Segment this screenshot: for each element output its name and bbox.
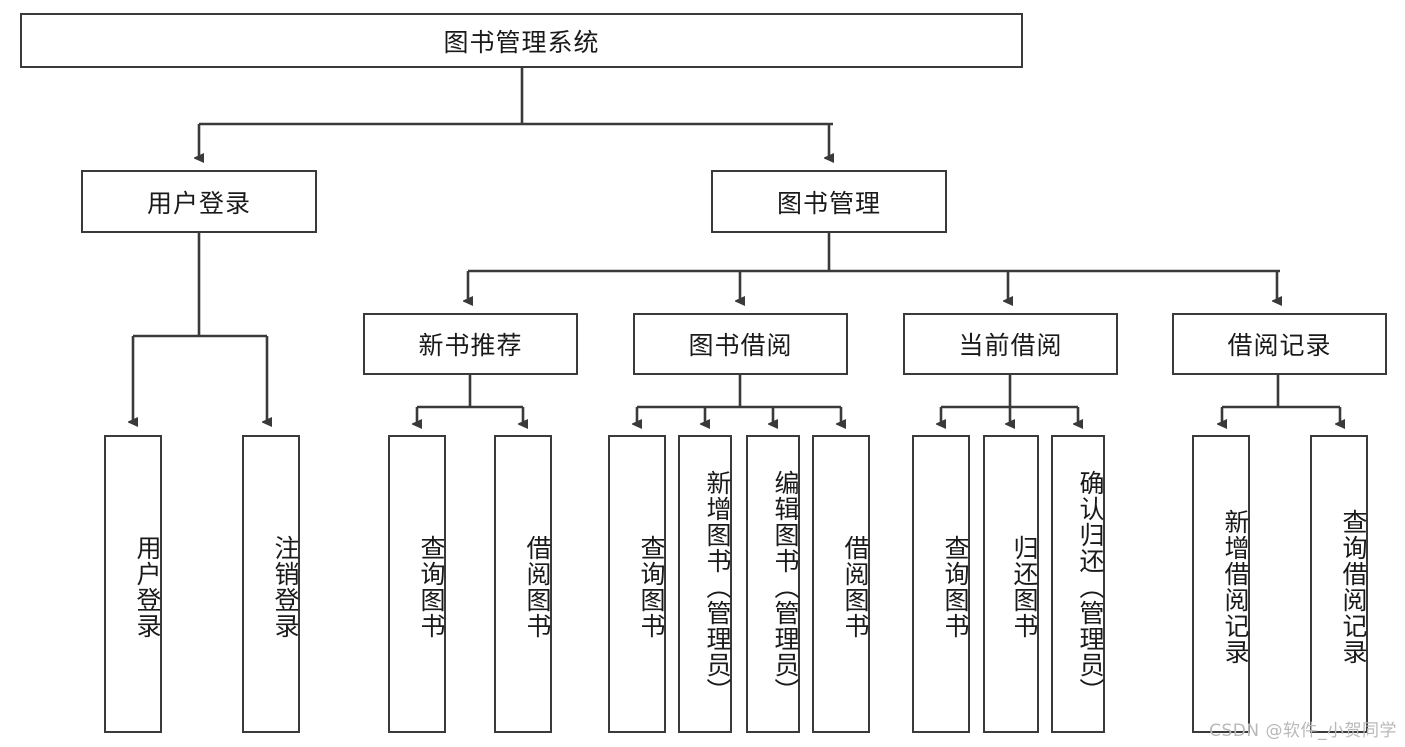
leaf-user-login-1[interactable]: 用户登录: [104, 435, 162, 733]
leaf-current-borrow-1[interactable]: 查询图书: [912, 435, 970, 733]
node-borrow-record[interactable]: 借阅记录: [1172, 313, 1387, 375]
leaf-book-borrow-1[interactable]: 查询图书: [608, 435, 666, 733]
leaf-label: 注销登录: [271, 535, 300, 639]
leaf-label: 查询图书: [417, 535, 446, 639]
leaf-label: 查询图书: [941, 535, 970, 639]
node-root-label: 图书管理系统: [443, 27, 600, 57]
leaf-label: 借阅图书: [523, 535, 552, 639]
leaf-label: 用户登录: [133, 535, 162, 639]
leaf-book-borrow-4[interactable]: 借阅图书: [812, 435, 870, 733]
leaf-label: 编辑图书（管理员）: [771, 470, 800, 704]
leaf-new-book-recommend-2[interactable]: 借阅图书: [494, 435, 552, 733]
leaf-current-borrow-2[interactable]: 归还图书: [983, 435, 1039, 733]
node-current-borrow[interactable]: 当前借阅: [903, 313, 1118, 375]
node-book-borrow[interactable]: 图书借阅: [633, 313, 848, 375]
leaf-book-borrow-2[interactable]: 新增图书（管理员）: [678, 435, 732, 733]
node-borrow-record-label: 借阅记录: [1227, 331, 1332, 360]
leaf-borrow-record-2[interactable]: 查询借阅记录: [1310, 435, 1368, 733]
node-book-borrow-label: 图书借阅: [688, 331, 793, 360]
node-new-book-recommend[interactable]: 新书推荐: [363, 313, 578, 375]
leaf-label: 确认归还（管理员）: [1076, 470, 1105, 704]
leaf-label: 查询借阅记录: [1339, 509, 1368, 665]
node-new-book-recommend-label: 新书推荐: [418, 331, 523, 360]
node-user-login-label: 用户登录: [146, 188, 251, 218]
node-root[interactable]: 图书管理系统: [20, 13, 1023, 68]
leaf-label: 归还图书: [1010, 535, 1039, 639]
node-current-borrow-label: 当前借阅: [958, 331, 1063, 360]
leaf-user-login-2[interactable]: 注销登录: [242, 435, 300, 733]
leaf-book-borrow-3[interactable]: 编辑图书（管理员）: [746, 435, 800, 733]
leaf-label: 借阅图书: [841, 535, 870, 639]
node-book-management[interactable]: 图书管理: [711, 170, 947, 233]
leaf-new-book-recommend-1[interactable]: 查询图书: [388, 435, 446, 733]
leaf-borrow-record-1[interactable]: 新增借阅记录: [1192, 435, 1250, 733]
leaf-label: 查询图书: [637, 535, 666, 639]
watermark: CSDN @软件_小贺同学: [1209, 721, 1397, 741]
leaf-label: 新增借阅记录: [1221, 509, 1250, 665]
leaf-label: 新增图书（管理员）: [703, 470, 732, 704]
node-user-login[interactable]: 用户登录: [81, 170, 317, 233]
leaf-current-borrow-3[interactable]: 确认归还（管理员）: [1051, 435, 1105, 733]
node-book-management-label: 图书管理: [776, 188, 881, 218]
